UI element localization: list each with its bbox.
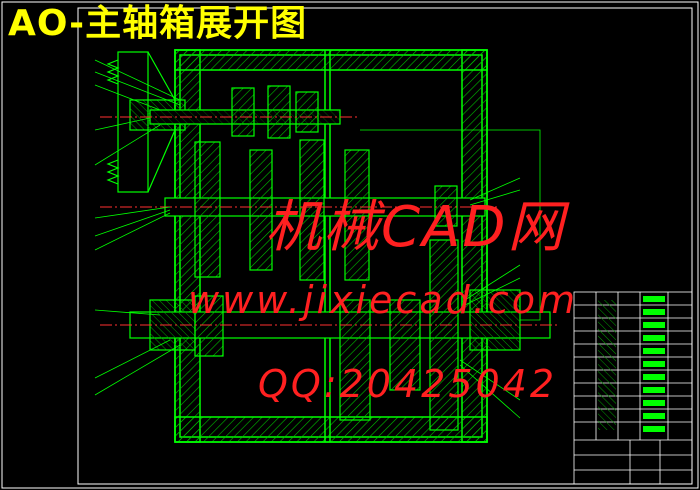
center-lines	[100, 116, 560, 326]
watermark-url: www.jixiecad.com	[188, 278, 578, 322]
drawing-title: AO-主轴箱展开图	[8, 3, 308, 44]
drawing-frame-inner	[77, 7, 693, 485]
watermark-qq: QQ:20425042	[258, 362, 558, 406]
title-block	[573, 291, 693, 485]
leader-lines	[94, 59, 541, 419]
watermark-site-name: 机械CAD网	[265, 195, 566, 260]
title-block-entries	[598, 296, 665, 432]
